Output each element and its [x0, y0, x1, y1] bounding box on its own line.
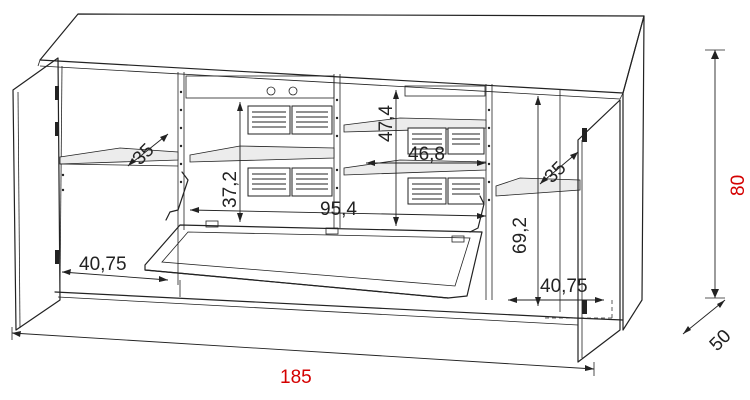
cabinet-body — [37, 13, 645, 331]
dimension-labels: 185 80 50 35 35 40,75 40,75 37,2 95,4 47… — [79, 105, 749, 388]
hinge-icon — [55, 122, 59, 136]
vent-grilles-left — [247, 105, 333, 197]
flap-compartment-width-label: 95,4 — [320, 199, 357, 220]
center-right-section — [343, 84, 493, 300]
flap-hinge-icon — [325, 227, 339, 235]
drop-flap — [144, 171, 485, 299]
left-door — [12, 57, 61, 331]
cable-hole-icon — [266, 86, 276, 96]
right-door-panel — [577, 99, 621, 363]
depth-label: 50 — [706, 326, 736, 356]
right-compartment-width-label: 40,75 — [540, 276, 588, 297]
flap-compartment-height-label: 37,2 — [220, 171, 241, 208]
left-compartment — [59, 72, 185, 285]
upper-compartment-height-label: 47,4 — [376, 105, 397, 142]
vent-grille — [407, 127, 485, 155]
hinge-icon — [55, 86, 59, 100]
lower-right-shelf — [343, 159, 487, 176]
flap-hinge-icon — [451, 235, 465, 243]
hinge-icon — [582, 300, 587, 314]
overall-width-label: 185 — [280, 367, 312, 388]
flap-hinge-icon — [205, 220, 219, 228]
left-shelf — [59, 147, 179, 165]
hinge-icon — [582, 128, 587, 142]
hinge-icon — [55, 250, 59, 264]
dimension-lines — [11, 49, 726, 376]
cabinet-right-side — [622, 15, 645, 331]
vent-grille — [247, 167, 333, 197]
left-flap-stay — [165, 171, 189, 221]
inner-shelf-width-label: 46,8 — [408, 144, 445, 165]
side-compartment-height-label: 69,2 — [510, 217, 531, 254]
cabinet-top — [39, 13, 645, 94]
cable-hole-icon — [288, 86, 298, 96]
center-section — [185, 74, 341, 228]
overall-height-label: 80 — [728, 175, 749, 196]
center-shelf — [189, 145, 335, 163]
vent-grille — [247, 105, 333, 135]
left-door-panel — [12, 57, 61, 331]
left-compartment-width-label: 40,75 — [79, 254, 127, 275]
right-door — [577, 99, 621, 363]
vent-grille — [407, 177, 485, 205]
flap-panel — [144, 224, 483, 299]
cable-drawer — [185, 75, 335, 99]
